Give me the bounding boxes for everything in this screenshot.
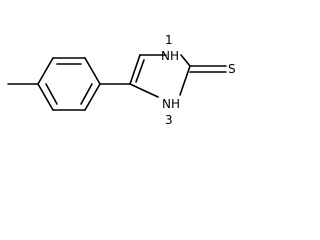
bond <box>37 57 54 85</box>
imidazole-ring <box>129 54 191 98</box>
superscript-3: 3 <box>165 113 173 127</box>
bond <box>129 83 159 98</box>
bond <box>180 54 191 67</box>
structure-drawing: 1 NH NH 3 S <box>0 0 252 142</box>
atom-label-nh-bottom: NH 3 <box>162 97 180 127</box>
double-bond-inner <box>45 83 58 105</box>
double-bond-inner <box>135 59 145 83</box>
bond <box>84 83 101 111</box>
sulfur-label: S <box>228 62 236 76</box>
molecule-svg: 1 NH NH 3 S <box>7 33 236 127</box>
bond <box>37 83 54 111</box>
bond <box>129 54 141 85</box>
superscript-1: 1 <box>165 33 173 47</box>
bond <box>84 57 101 85</box>
benzene-ring <box>37 57 101 111</box>
atom-label-nh-top: 1 NH <box>161 33 179 63</box>
nh-top-label: NH <box>161 49 179 63</box>
nh-bottom-label: NH <box>162 97 180 111</box>
bond <box>179 65 191 96</box>
double-bond-inner <box>80 83 93 105</box>
